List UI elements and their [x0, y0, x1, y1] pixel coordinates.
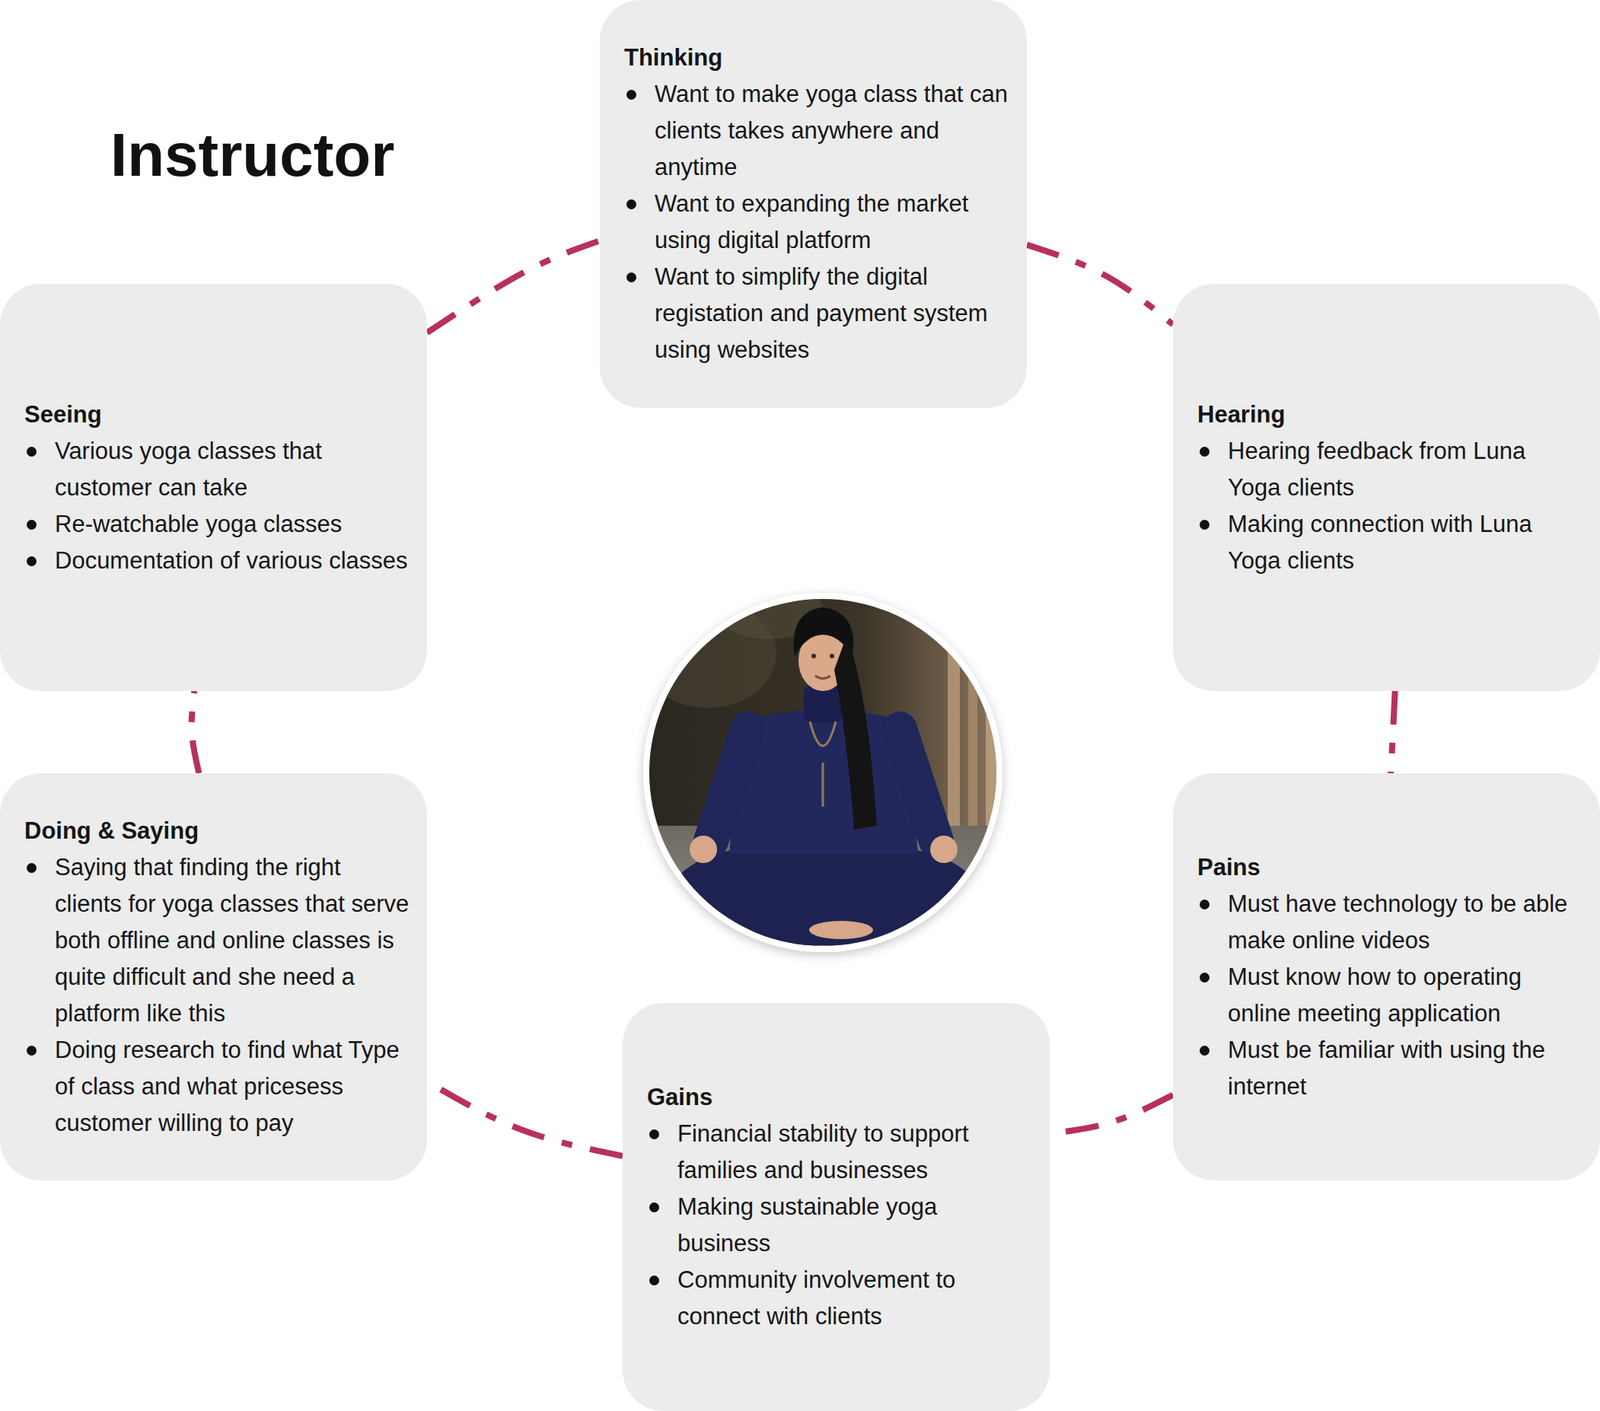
left-hand: [689, 835, 718, 864]
box-heading: Pains: [1197, 849, 1584, 887]
persona-box: Doing & SayingSaying that finding the ri…: [0, 773, 428, 1181]
bullet-item: Community involvement to connect with cl…: [647, 1262, 1033, 1336]
photo-frame: [643, 592, 1003, 953]
persona-box: HearingHearing feedback from Luna Yoga c…: [1172, 283, 1600, 692]
turtleneck: [803, 685, 842, 724]
eye: [811, 653, 816, 659]
persona-box: PainsMust have technology to be able mak…: [1172, 773, 1600, 1181]
bullet-item: Want to make yoga class that can clients…: [624, 76, 1011, 186]
scarf: [834, 636, 877, 830]
bullet-item: Financial stability to support families …: [647, 1115, 1033, 1189]
turban: [793, 607, 854, 657]
face: [798, 630, 848, 692]
bamboo-stripe: [985, 608, 998, 838]
persona-box: GainsFinancial stability to support fami…: [622, 1003, 1050, 1411]
dashed-connector: [427, 1081, 623, 1157]
bullet-item: Must be familiar with using the internet: [1197, 1032, 1584, 1106]
bullet-item: Want to simplify the digital registation…: [624, 258, 1011, 369]
bullet-item: Making sustainable yoga business: [647, 1188, 1033, 1263]
photo-background: [643, 593, 1009, 960]
box-content: ThinkingWant to make yoga class that can…: [624, 39, 1011, 369]
eye: [829, 653, 835, 659]
bamboo-stripe: [968, 608, 978, 838]
persona-box: ThinkingWant to make yoga class that can…: [599, 0, 1027, 408]
necklace: [809, 721, 836, 746]
crossed-legs: [660, 846, 987, 946]
dashed-connector: [191, 691, 200, 774]
bullet-item: Making connection with Luna Yoga clients: [1197, 506, 1584, 580]
foliage: [715, 578, 823, 640]
bullet-item: Re-watchable yoga classes: [24, 506, 411, 543]
foliage: [639, 601, 777, 708]
dashed-connector: [1026, 245, 1173, 326]
right-hand: [930, 835, 958, 864]
bullet-item: Documentation of various classes: [24, 542, 411, 580]
smile: [815, 675, 831, 679]
box-heading: Gains: [647, 1079, 1033, 1116]
bullet-item: Doing research to find what Type of clas…: [24, 1032, 411, 1142]
dashed-connector: [1390, 691, 1396, 774]
box-content: SeeingVarious yoga classes that customer…: [24, 396, 411, 580]
floor: [643, 825, 1009, 963]
box-content: HearingHearing feedback from Luna Yoga c…: [1197, 396, 1584, 580]
bullet-item: Must have technology to be able make onl…: [1197, 886, 1584, 960]
box-content: PainsMust have technology to be able mak…: [1197, 849, 1584, 1106]
dashed-connector: [427, 240, 600, 333]
bullet-item: Must know how to operating online meetin…: [1197, 959, 1584, 1033]
right-arm: [899, 729, 937, 842]
box-content: Doing & SayingSaying that finding the ri…: [24, 812, 411, 1142]
feet: [809, 921, 874, 940]
bullet-item: Want to expanding the market using digit…: [624, 185, 1011, 259]
box-heading: Seeing: [24, 396, 411, 434]
bamboo-stripe: [947, 608, 960, 838]
torso: [729, 710, 918, 855]
persona-box: SeeingVarious yoga classes that customer…: [0, 283, 428, 692]
left-arm: [710, 729, 748, 842]
instructor-photo: [639, 578, 1009, 963]
bullet-item: Saying that finding the right clients fo…: [24, 849, 411, 1033]
diagram-title: Instructor: [110, 124, 395, 186]
box-heading: Thinking: [624, 39, 1011, 77]
box-content: GainsFinancial stability to support fami…: [647, 1079, 1033, 1336]
dashed-connector: [1049, 1095, 1173, 1135]
bullet-item: Hearing feedback from Luna Yoga clients: [1197, 433, 1584, 507]
box-heading: Hearing: [1197, 396, 1584, 434]
necklace-pendant: [822, 762, 825, 807]
bullet-item: Various yoga classes that customer can t…: [24, 433, 411, 507]
box-heading: Doing & Saying: [24, 812, 411, 850]
